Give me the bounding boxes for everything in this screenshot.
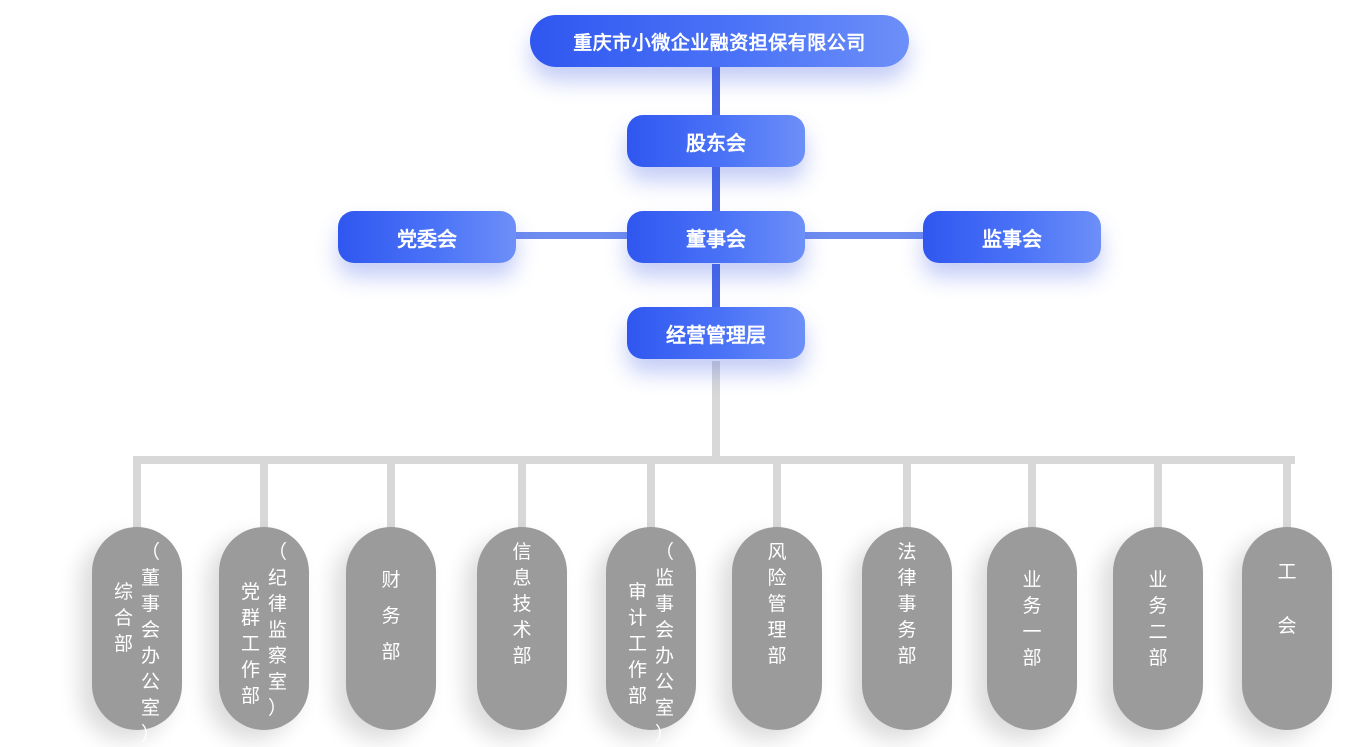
department-name: 工会 [1277,561,1297,637]
department-node: （监事会办公室） 审计工作部 [606,527,696,745]
department-connector [1154,460,1162,530]
department-node: 业务二部 [1113,527,1203,730]
department-name: 党群工作部 [240,581,260,707]
department-note: （监事会办公室） [655,541,675,745]
connector-board-supervisors [803,232,924,239]
department-connector [903,460,911,530]
department-note: （纪律监察室） [268,541,288,719]
connector-shareholders-board [712,166,720,212]
department-connector [1283,460,1291,530]
department-node: （纪律监察室） 党群工作部 [219,527,309,730]
department-node: 法律事务部 [862,527,952,730]
department-connector [647,460,655,530]
department-connector [133,460,141,530]
department-bus-line [133,456,1295,464]
department-note: （董事会办公室） [141,541,161,745]
department-name: 业务二部 [1148,569,1168,669]
department-node: 工会 [1242,527,1332,730]
department-name: 业务一部 [1022,569,1042,669]
department-name: 财务部 [381,569,401,663]
party-committee-node: 党委会 [338,211,516,263]
department-connector [387,460,395,530]
connector-board-management [712,264,720,309]
department-node: 财务部 [346,527,436,730]
connector-management-departments [712,361,720,461]
management-node: 经营管理层 [627,307,805,359]
department-connector [260,460,268,530]
department-name: 信息技术部 [512,541,532,667]
connector-company-shareholders [712,66,720,116]
department-connector [1028,460,1036,530]
department-node: 信息技术部 [477,527,567,730]
department-node: （董事会办公室） 综合部 [92,527,182,745]
shareholders-node: 股东会 [627,115,805,167]
department-name: 法律事务部 [897,541,917,667]
department-name: 风险管理部 [767,541,787,667]
department-name: 综合部 [113,581,133,655]
company-node: 重庆市小微企业融资担保有限公司 [530,15,909,67]
board-node: 董事会 [627,211,805,263]
supervisors-node: 监事会 [923,211,1101,263]
department-name: 审计工作部 [627,581,647,707]
department-connector [773,460,781,530]
department-node: 业务一部 [987,527,1077,730]
connector-party-board [515,232,628,239]
department-connector [518,460,526,530]
department-node: 风险管理部 [732,527,822,730]
